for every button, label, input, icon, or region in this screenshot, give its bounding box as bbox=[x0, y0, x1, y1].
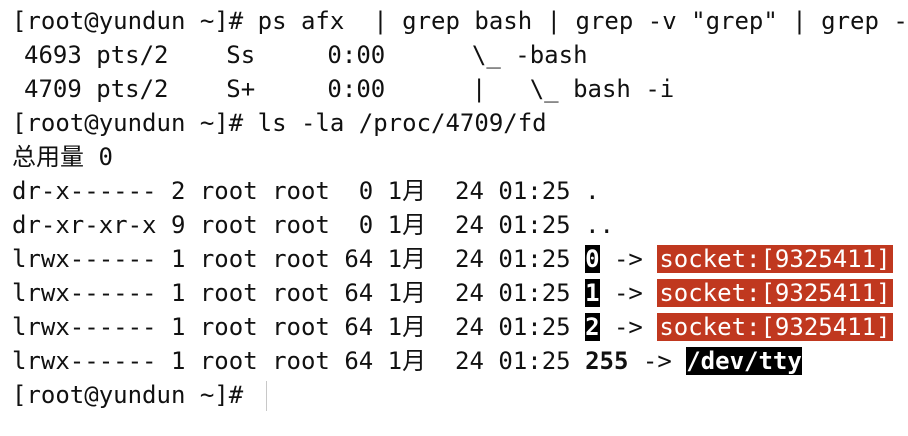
fd-number: 0 bbox=[585, 245, 600, 273]
fd-number: 1 bbox=[585, 279, 600, 307]
output-fd-row: lrwx------ 1 root root 64 1月 24 01:25 1 … bbox=[12, 276, 893, 310]
fd-arrow: -> bbox=[599, 279, 658, 307]
fd-row-prefix: lrwx------ 1 root root 64 1月 24 01:25 bbox=[12, 245, 586, 273]
output-fd-row: lrwx------ 1 root root 64 1月 24 01:25 2 … bbox=[12, 310, 893, 344]
output-process-bash-i: 4709 pts/2 S+ 0:00 | \_ bash -i bbox=[24, 75, 675, 103]
fd-target-socket: socket:[9325411] bbox=[657, 313, 893, 341]
output-dir-parent: dr-xr-xr-x 9 root root 0 1月 24 01:25 .. bbox=[12, 211, 614, 239]
output-process-bash: 4693 pts/2 Ss 0:00 \_ -bash bbox=[24, 41, 588, 69]
fd-row-prefix: lrwx------ 1 root root 64 1月 24 01:25 bbox=[12, 279, 586, 307]
fd-target-socket: socket:[9325411] bbox=[657, 279, 893, 307]
fd-arrow: -> bbox=[599, 313, 658, 341]
fd-arrow: -> bbox=[599, 245, 658, 273]
fd-number: 2 bbox=[585, 313, 600, 341]
fd-row-prefix: lrwx------ 1 root root 64 1月 24 01:25 bbox=[12, 313, 586, 341]
command-line-ls: [root@yundun ~]# ls -la /proc/4709/fd bbox=[12, 109, 547, 137]
text-cursor bbox=[265, 381, 267, 411]
output-dir-current: dr-x------ 2 root root 0 1月 24 01:25 . bbox=[12, 177, 600, 205]
shell-prompt: [root@yundun ~]# bbox=[12, 381, 258, 409]
fd-target-socket: socket:[9325411] bbox=[657, 245, 893, 273]
prompt-line[interactable]: [root@yundun ~]# bbox=[12, 378, 267, 412]
output-fd-row: lrwx------ 1 root root 64 1月 24 01:25 0 … bbox=[12, 242, 893, 276]
fd-row-prefix: lrwx------ 1 root root 64 1月 24 01:25 bbox=[12, 347, 586, 375]
fd-number: 255 bbox=[585, 347, 629, 375]
fd-target-tty: /dev/tty bbox=[686, 347, 802, 375]
output-fd-row: lrwx------ 1 root root 64 1月 24 01:25 25… bbox=[12, 344, 802, 378]
fd-arrow: -> bbox=[628, 347, 687, 375]
command-line-ps: [root@yundun ~]# ps afx | grep bash | gr… bbox=[12, 7, 908, 35]
output-total: 总用量 0 bbox=[12, 143, 113, 171]
